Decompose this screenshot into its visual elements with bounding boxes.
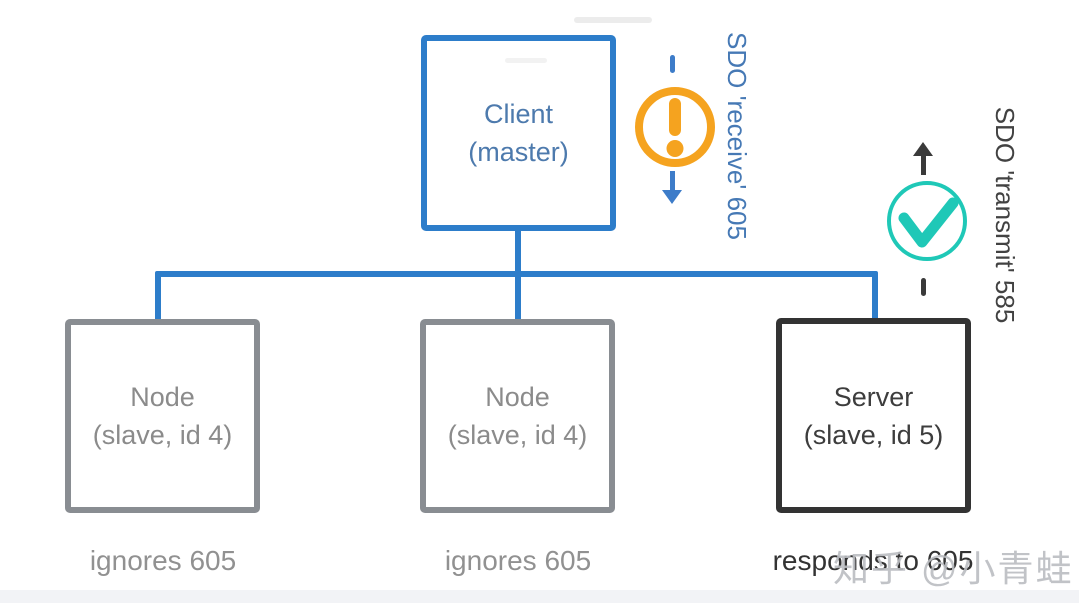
bus-drop-client <box>515 229 521 277</box>
server-label-line2: (slave, id 5) <box>803 419 944 450</box>
server-caption: responds to 605 <box>772 545 974 576</box>
watermark: 知乎 @小青蛙 <box>833 548 1074 589</box>
node1-caption: ignores 605 <box>89 545 237 576</box>
node1-label-line1: Node <box>130 382 195 412</box>
node2-label-line1: Node <box>485 382 550 412</box>
node-box-2: Node (slave, id 4) <box>420 319 615 513</box>
bus-drop-node2 <box>515 273 521 321</box>
bus-drop-node1 <box>155 273 161 321</box>
exclamation-icon <box>635 87 715 167</box>
bus-drop-server <box>872 273 878 320</box>
arrow-up-icon <box>913 142 933 156</box>
receive-dash-icon <box>670 55 675 73</box>
node1-label-line2: (slave, id 4) <box>92 420 233 450</box>
server-label-line1: Server <box>833 381 914 412</box>
arrow-up-shaft <box>921 155 926 175</box>
arrow-down-head <box>662 190 682 204</box>
client-label-line1: Client <box>483 99 554 129</box>
node2-label-line2: (slave, id 4) <box>447 420 588 450</box>
sdo-receive-label: SDO 'receive' 605 <box>722 32 752 240</box>
check-glyph <box>898 197 959 248</box>
node2-caption: ignores 605 <box>444 545 592 576</box>
exclamation-dot <box>666 140 684 157</box>
transmit-dash-icon <box>921 278 926 296</box>
watermark-artifact-client <box>505 58 547 63</box>
sdo-transmit-label: SDO 'transmit' 585 <box>990 106 1020 324</box>
arrow-down-icon <box>670 171 675 191</box>
check-icon <box>887 181 967 261</box>
exclamation-bar <box>669 98 681 136</box>
server-box: Server (slave, id 5) <box>776 318 971 513</box>
client-box: Client (master) <box>421 35 616 231</box>
watermark-artifact-top <box>574 17 652 23</box>
bottom-strip <box>0 590 1079 603</box>
node-box-1: Node (slave, id 4) <box>65 319 260 513</box>
client-label-line2: (master) <box>468 137 569 167</box>
